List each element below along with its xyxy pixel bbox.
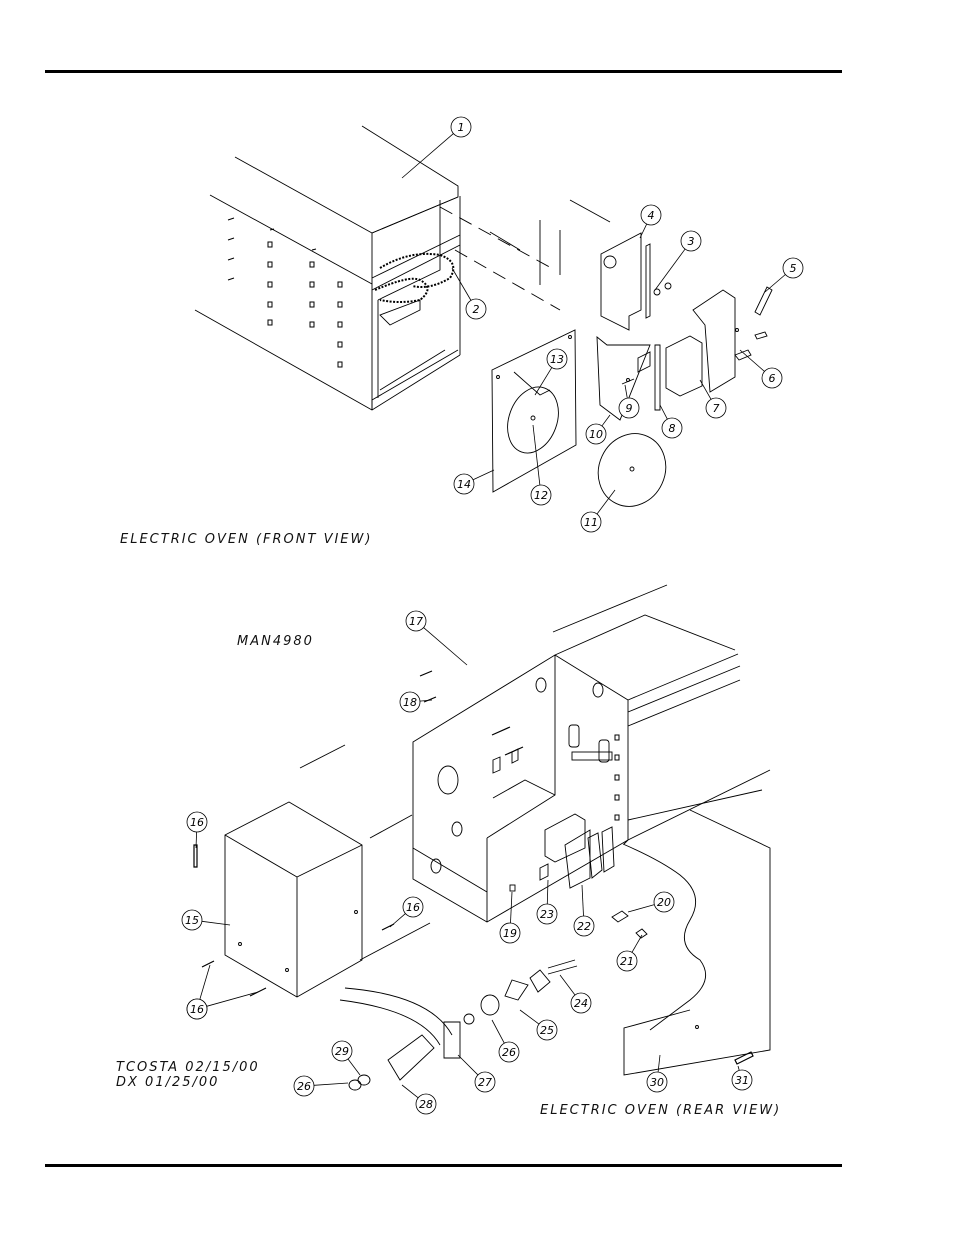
- rear-callout-28: 28: [402, 1085, 436, 1114]
- revision-note-1: TCOSTA 02/15/00: [116, 1060, 260, 1075]
- rear-callout-25: 25: [520, 1010, 557, 1040]
- svg-text:22: 22: [577, 920, 591, 933]
- rear-callout-27: 27: [458, 1055, 495, 1092]
- front-callout-9: 9: [619, 385, 639, 418]
- front-callout-3: 3: [655, 231, 701, 290]
- rear-callout-18: 18: [400, 692, 432, 712]
- front-callout-1: 1: [402, 117, 471, 178]
- rear-callout-22: 22: [574, 885, 594, 936]
- rear-view-caption: ELECTRIC OVEN (REAR VIEW): [540, 1103, 781, 1118]
- front-callout-2: 2: [452, 268, 486, 319]
- rear-callout-26: 26: [294, 1076, 348, 1096]
- svg-text:31: 31: [735, 1074, 749, 1087]
- svg-text:8: 8: [669, 422, 676, 435]
- rear-callout-30: 30: [647, 1055, 667, 1092]
- svg-text:16: 16: [190, 1003, 204, 1016]
- svg-text:15: 15: [185, 914, 199, 927]
- svg-text:3: 3: [688, 235, 695, 248]
- rear-callout-20: 20: [628, 892, 674, 912]
- rear-callout-31: 31: [732, 1066, 752, 1090]
- svg-text:19: 19: [503, 927, 517, 940]
- svg-text:10: 10: [589, 428, 603, 441]
- svg-text:24: 24: [574, 997, 588, 1010]
- svg-text:30: 30: [650, 1076, 664, 1089]
- svg-text:21: 21: [620, 955, 634, 968]
- front-view-bracket-assembly: [597, 233, 772, 420]
- front-callout-7: 7: [700, 380, 726, 418]
- svg-text:1: 1: [458, 121, 465, 134]
- drawing-number: MAN4980: [237, 634, 314, 649]
- rear-callout-17: 17: [406, 611, 467, 665]
- rear-callout-16: 16: [187, 992, 258, 1019]
- svg-text:26: 26: [297, 1080, 311, 1093]
- svg-text:16: 16: [190, 816, 204, 829]
- front-callout-8: 8: [660, 405, 682, 438]
- rear-callout-16: 16: [390, 897, 423, 927]
- rear-callout-16: 16: [187, 812, 207, 848]
- svg-text:16: 16: [406, 901, 420, 914]
- front-callout-13: 13: [535, 349, 567, 395]
- svg-text:25: 25: [540, 1024, 554, 1037]
- front-callout-6: 6: [740, 350, 782, 388]
- svg-text:7: 7: [713, 402, 720, 415]
- front-view-caption: ELECTRIC OVEN (FRONT VIEW): [120, 532, 372, 547]
- front-callout-10: 10: [586, 415, 610, 444]
- svg-text:12: 12: [534, 489, 548, 502]
- front-callout-14: 14: [454, 470, 494, 494]
- rear-callout-19: 19: [500, 892, 520, 943]
- rear-view-conduit-assembly: [340, 911, 647, 1090]
- svg-text:6: 6: [769, 372, 776, 385]
- revision-note-2: DX 01/25/00: [116, 1075, 219, 1090]
- front-callout-5: 5: [765, 258, 803, 292]
- svg-text:28: 28: [419, 1098, 433, 1111]
- svg-text:20: 20: [657, 896, 671, 909]
- rear-callout-24: 24: [560, 975, 591, 1013]
- svg-text:27: 27: [478, 1076, 492, 1089]
- rear-view-cover: [225, 745, 430, 997]
- svg-text:17: 17: [409, 615, 423, 628]
- callout-labels: 1234567891011121314151616161617181920212…: [182, 117, 803, 1114]
- svg-text:29: 29: [335, 1045, 349, 1058]
- svg-text:4: 4: [648, 209, 655, 222]
- rear-callout-15: 15: [182, 910, 230, 930]
- svg-text:5: 5: [790, 262, 797, 275]
- rear-callout-26: 26: [492, 1020, 519, 1062]
- rear-view-panel: [623, 810, 770, 1075]
- svg-text:23: 23: [540, 908, 554, 921]
- front-callout-4: 4: [640, 205, 661, 238]
- svg-text:9: 9: [626, 402, 633, 415]
- front-callout-11: 11: [581, 490, 615, 532]
- rear-callout-21: 21: [617, 935, 642, 971]
- svg-text:13: 13: [550, 353, 564, 366]
- svg-text:14: 14: [457, 478, 471, 491]
- svg-text:18: 18: [403, 696, 417, 709]
- rear-view-oven-body: [413, 585, 770, 922]
- svg-text:26: 26: [502, 1046, 516, 1059]
- svg-text:2: 2: [473, 303, 480, 316]
- rear-callout-29: 29: [332, 1041, 360, 1075]
- front-view-oven-body: [195, 126, 610, 410]
- svg-text:11: 11: [584, 516, 598, 529]
